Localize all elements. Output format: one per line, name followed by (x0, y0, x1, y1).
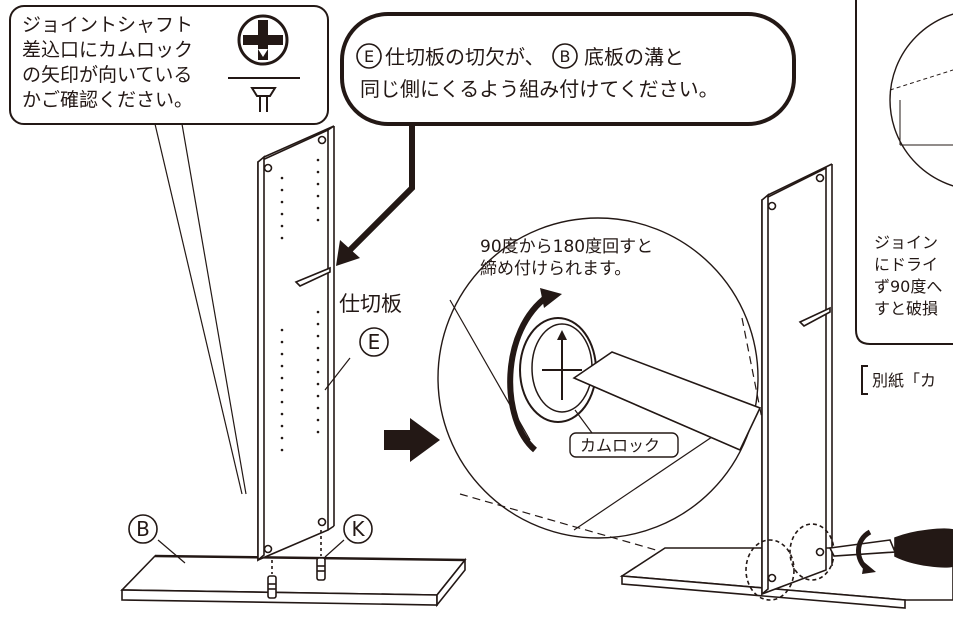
joint-shaft-symbol-icon (250, 87, 277, 112)
joint-letter: K (351, 517, 365, 541)
callout-partition-line1a: 仕切板の切欠が、 (385, 45, 545, 69)
joint-shaft-k-right (316, 530, 326, 581)
zoom-instruction-line1: 90度から180度回すと (480, 237, 653, 257)
callout-partition-box (340, 12, 796, 126)
partition-label: 仕切板 (339, 292, 402, 316)
shelf-pin-holes-left (280, 158, 320, 452)
callout-partition-line2: 同じ側にくるよう組み付けてください。 (360, 77, 719, 101)
partition-letter: E (368, 330, 381, 354)
callout-partition: E 仕切板の切欠が、 B 底板の溝と 同じ側にくるよう組み付けてください。 (336, 12, 796, 266)
part-label-b: B (128, 514, 158, 544)
separate-sheet-note: 別紙「カ (872, 371, 936, 390)
right-note-panel: ジョイン にドライ ず90度へ すと破損 別紙「カ (855, 0, 953, 395)
callout-leader-right (181, 123, 247, 495)
left-assembly (120, 125, 467, 608)
callout-circled-b: B (560, 47, 571, 66)
bottom-letter: B (136, 517, 150, 541)
right-assembly (619, 163, 953, 609)
next-step-arrow-icon (384, 418, 440, 462)
notch-pointer-arrow (336, 124, 415, 266)
callout-circled-e: E (364, 47, 374, 66)
right-note-line4: すと破損 (874, 299, 938, 318)
svg-text:+: + (248, 45, 256, 55)
callout-joint-shaft-line2: 差込口にカムロック (22, 39, 193, 61)
joint-shaft-k-left (267, 560, 277, 599)
right-note-line2: にドライ (874, 255, 938, 274)
partition-panel-e (257, 125, 335, 562)
bottom-panel-b (120, 554, 467, 608)
right-note-line1: ジョイン (874, 233, 938, 252)
zoom-detail: カムロック 90度から180度回すと 締め付けられます。 (437, 217, 791, 585)
callout-joint-shaft-line3: の矢印が向いている (22, 64, 192, 86)
partition-panel-right (761, 163, 833, 596)
part-label-k: K (343, 514, 373, 544)
callout-joint-shaft: ジョイントシャフト 差込口にカムロック の矢印が向いている かご確認ください。 … (9, 5, 329, 495)
callout-joint-shaft-line4: かご確認ください。 (22, 89, 193, 111)
zoom-instruction-line2: 締め付けられます。 (480, 259, 631, 279)
right-note-line3: ず90度へ (874, 277, 942, 296)
part-label-e: 仕切板 E (339, 292, 402, 357)
screwdriver-icon (828, 528, 953, 574)
camlock-label: カムロック (580, 436, 660, 455)
callout-leader-left (154, 123, 243, 495)
callout-partition-line1b: 底板の溝と (584, 45, 684, 69)
svg-text:-: - (273, 45, 276, 55)
callout-joint-shaft-line1: ジョイントシャフト (22, 14, 193, 36)
camlock-symbol-icon: + - (237, 14, 289, 66)
